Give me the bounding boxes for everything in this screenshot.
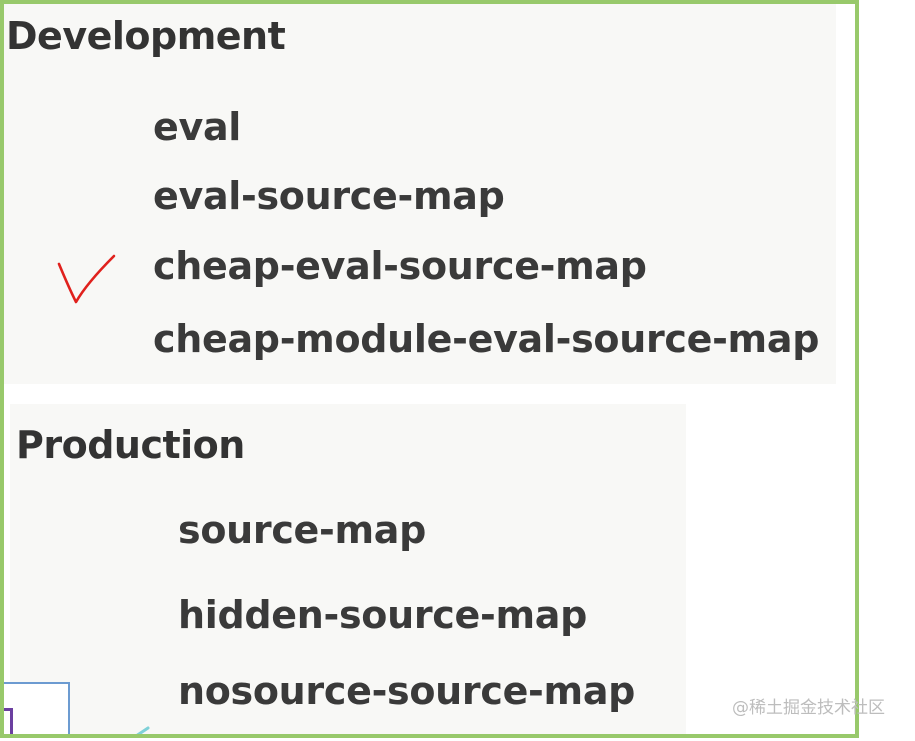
slide-frame: Development eval eval-source-map cheap-e… xyxy=(0,0,859,738)
production-panel xyxy=(10,404,686,734)
development-panel xyxy=(4,4,836,384)
arrow-icon xyxy=(136,726,150,734)
production-item: nosource-source-map xyxy=(178,669,636,713)
development-item: cheap-module-eval-source-map xyxy=(153,317,820,361)
production-item: source-map xyxy=(178,508,427,552)
corner-bracket-icon xyxy=(4,708,13,734)
check-mark-icon xyxy=(57,254,116,304)
development-item-checked: cheap-eval-source-map xyxy=(153,244,647,288)
watermark: @稀土掘金技术社区 xyxy=(732,698,885,718)
corner-box xyxy=(4,682,70,734)
development-heading: Development xyxy=(6,14,286,58)
production-heading: Production xyxy=(16,423,245,467)
development-item: eval-source-map xyxy=(153,174,505,218)
development-item: eval xyxy=(153,105,242,149)
production-item: hidden-source-map xyxy=(178,593,588,637)
